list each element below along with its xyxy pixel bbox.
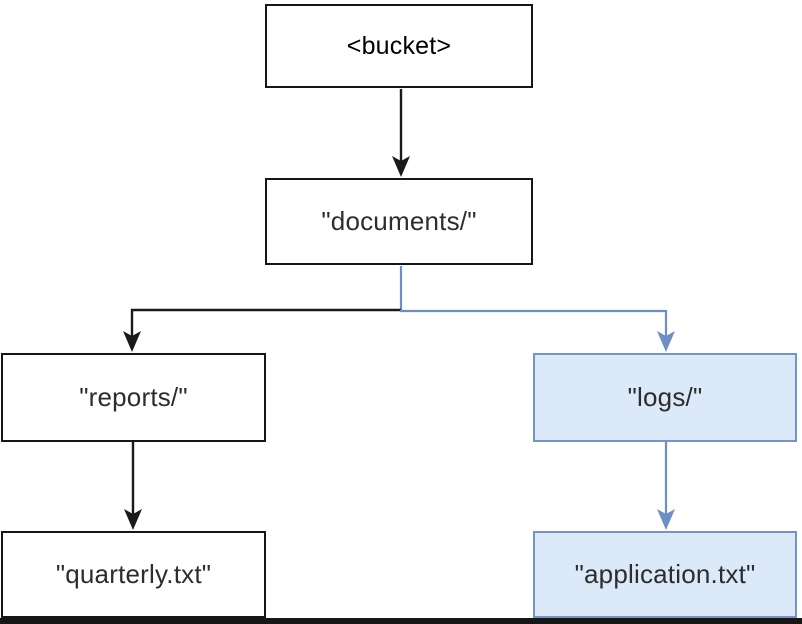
arrowhead-documents-reports	[123, 331, 141, 352]
node-label: "reports/"	[79, 382, 188, 412]
node-label: "documents/"	[321, 206, 477, 236]
arrowhead-documents-logs	[657, 331, 675, 352]
edge-documents-reports	[130, 308, 401, 337]
edge-documents-logs	[400, 309, 668, 337]
node-label: "application.txt"	[574, 559, 756, 589]
node-application-txt: "application.txt"	[533, 531, 797, 618]
node-label: <bucket>	[346, 31, 452, 60]
node-quarterly-txt: "quarterly.txt"	[1, 531, 266, 618]
node-bucket: <bucket>	[265, 4, 533, 88]
node-logs: "logs/"	[533, 353, 797, 442]
arrowhead-logs-application	[657, 509, 675, 530]
node-documents: "documents/"	[265, 178, 533, 265]
bottom-border	[0, 618, 802, 624]
node-label: "logs/"	[627, 382, 703, 412]
arrowhead-reports-quarterly	[124, 509, 142, 530]
arrowhead-bucket-documents	[392, 156, 410, 177]
node-reports: "reports/"	[1, 353, 266, 442]
node-label: "quarterly.txt"	[55, 559, 212, 589]
